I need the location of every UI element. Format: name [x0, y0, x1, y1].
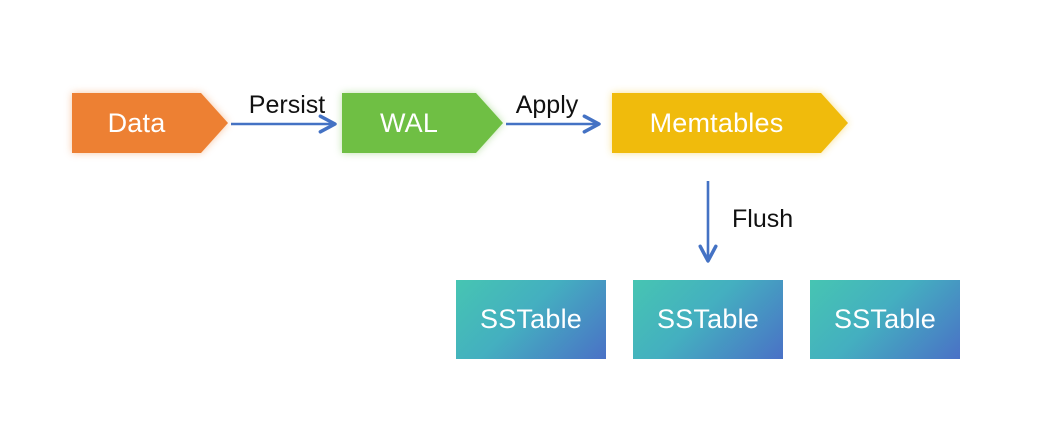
- node-sstable-3: SSTable: [810, 280, 960, 359]
- node-memtables: Memtables: [612, 93, 848, 153]
- node-sstable-1: SSTable: [456, 280, 606, 359]
- edge-label-persist: Persist: [248, 91, 326, 119]
- edge-label-flush: Flush: [732, 205, 794, 233]
- node-data-shape: Data: [72, 93, 228, 153]
- node-wal-shape: WAL: [342, 93, 503, 153]
- node-sstable-2: SSTable: [633, 280, 783, 359]
- edge-label-apply: Apply: [515, 91, 579, 119]
- node-label: Memtables: [649, 107, 784, 138]
- node-data: Data: [72, 93, 228, 153]
- node-label: SSTable: [657, 304, 759, 334]
- node-wal: WAL: [342, 93, 503, 153]
- node-memtables-shape: Memtables: [612, 93, 848, 153]
- node-label: SSTable: [834, 304, 936, 334]
- node-label: WAL: [379, 107, 439, 138]
- node-label: Data: [107, 107, 166, 138]
- node-label: SSTable: [480, 304, 582, 334]
